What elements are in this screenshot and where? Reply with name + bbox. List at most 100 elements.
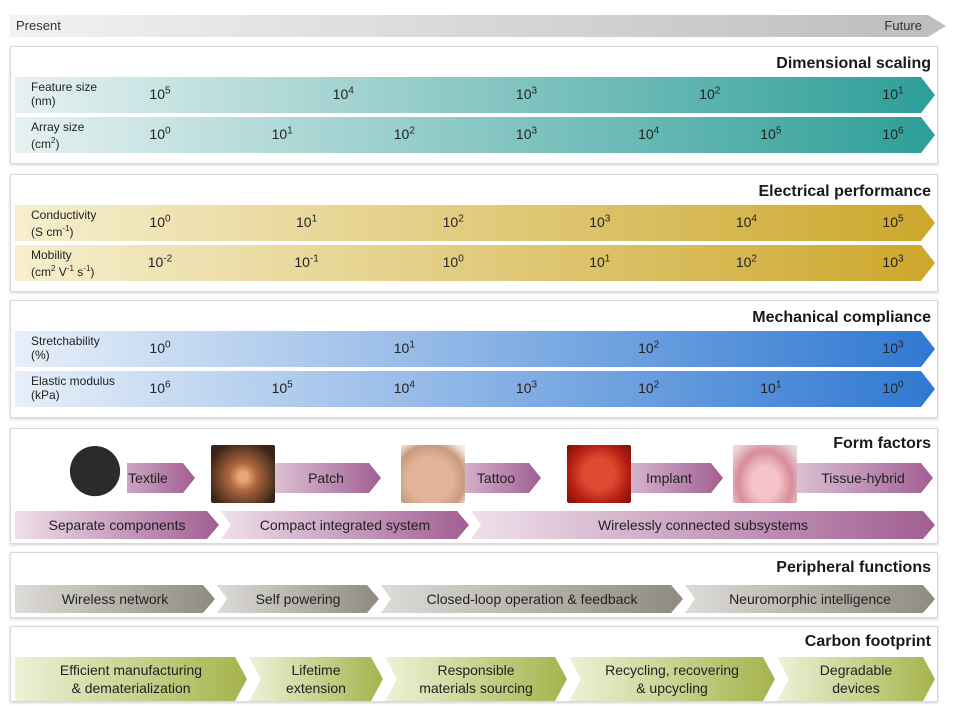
timeline-start-label: Present (16, 18, 61, 33)
scale-value: 104 (736, 214, 757, 230)
scale-value: 100 (443, 254, 464, 270)
carbon-item-4: Recycling, recovering& upcycling (569, 657, 775, 701)
form-factor-tattoo-label: Tattoo (477, 469, 515, 487)
form-factor-tissue-hybrid-label: Tissue-hybrid (821, 469, 905, 487)
array-size-row: Array size(cm2)100101102103104105106 (15, 117, 935, 153)
peripheral-item-4-label: Neuromorphic intelligence (729, 590, 891, 608)
carbon-item-1-label: Efficient manufacturing& dematerializati… (60, 661, 202, 697)
carbon-item-3: Responsiblematerials sourcing (385, 657, 567, 701)
scale-value: 105 (272, 380, 293, 396)
scale-value: 102 (394, 126, 415, 142)
implant-tissue-image (567, 445, 631, 503)
form-factor-implant-label: Implant (646, 469, 692, 487)
carbon-item-1: Efficient manufacturing& dematerializati… (15, 657, 247, 701)
carbon-item-5-label: Degradabledevices (820, 661, 892, 697)
row-label-unit: (cm2) (31, 134, 84, 151)
row-label: Feature size(nm) (31, 80, 97, 108)
form-stage-1: Separate components (15, 511, 219, 539)
scale-value: 101 (760, 380, 781, 396)
scale-value: 105 (882, 214, 903, 230)
form-stage-3: Wirelessly connected subsystems (471, 511, 935, 539)
patch-image (211, 445, 275, 503)
textile-shirt-image (63, 445, 127, 503)
scale-value: 101 (882, 86, 903, 102)
section-title: Dimensional scaling (776, 55, 931, 73)
scale-value: 105 (760, 126, 781, 142)
form-factor-items: Textile Patch Tattoo Implant Tissue-hybridSe… (11, 429, 939, 545)
form-stage-2-label: Compact integrated system (260, 516, 430, 534)
scale-value: 100 (149, 126, 170, 142)
scale-value: 102 (699, 86, 720, 102)
scale-value: 101 (272, 126, 293, 142)
section-dimensional-scaling: Dimensional scaling Feature size(nm) 105 1… (10, 46, 938, 164)
carbon-item-5: Degradabledevices (777, 657, 935, 701)
row-label: Array size(cm2) (31, 120, 84, 151)
peripheral-item-2-label: Self powering (256, 590, 341, 608)
row-label-name: Conductivity (31, 208, 96, 222)
row-label-unit: (S cm-1) (31, 222, 96, 239)
peripheral-item-3-label: Closed-loop operation & feedback (427, 590, 638, 608)
peripheral-item-4: Neuromorphic intelligence (685, 585, 935, 613)
scale-value: 103 (516, 86, 537, 102)
scale-value: 102 (638, 340, 659, 356)
form-stage-2: Compact integrated system (221, 511, 469, 539)
timeline-end-label: Future (884, 18, 922, 33)
carbon-item-2-label: Lifetimeextension (286, 661, 346, 697)
row-label: Stretchability(%) (31, 334, 100, 362)
section-electrical-performance: Electrical performance Conductivity(S cm… (10, 174, 938, 292)
form-factor-textile-label: Textile (128, 469, 168, 487)
form-stage-1-label: Separate components (49, 516, 186, 534)
scale-value: 101 (296, 214, 317, 230)
row-label-name: Feature size (31, 80, 97, 94)
peripheral-item-1-label: Wireless network (62, 590, 169, 608)
timeline-arrow-shape (10, 12, 946, 40)
section-peripheral-functions: Peripheral functions Wireless networkSel… (10, 552, 938, 618)
scale-value: 103 (516, 126, 537, 142)
peripheral-item-3: Closed-loop operation & feedback (381, 585, 683, 613)
row-label-unit: (cm2 V-1 s-1) (31, 262, 94, 279)
row-label-name: Mobility (31, 248, 94, 262)
row-label: Elastic modulus(kPa) (31, 374, 115, 402)
row-label-unit: (nm) (31, 94, 97, 108)
elastic-modulus-row: Elastic modulus(kPa) 106 105 104 103 102 101 10… (15, 371, 935, 407)
scale-value: 100 (149, 214, 170, 230)
section-title: Mechanical compliance (752, 309, 931, 327)
section-carbon-footprint: Carbon footprint Efficient manufacturing… (10, 626, 938, 702)
scale-value: 103 (516, 380, 537, 396)
row-label-unit: (kPa) (31, 388, 115, 402)
carbon-item-3-label: Responsiblematerials sourcing (419, 661, 533, 697)
peripheral-item-1: Wireless network (15, 585, 215, 613)
scale-value: 104 (638, 126, 659, 142)
timeline-arrow: Present Future (10, 12, 946, 40)
section-mechanical-compliance: Mechanical compliance Stretchability(%) 1… (10, 300, 938, 418)
conductivity-row: Conductivity(S cm-1) 100 101 102 103 104 105 (15, 205, 935, 241)
form-stage-3-label: Wirelessly connected subsystems (598, 516, 808, 534)
scale-value: 101 (589, 254, 610, 270)
peripheral-item-2: Self powering (217, 585, 379, 613)
form-factor-patch-label: Patch (308, 469, 344, 487)
scale-value: 103 (589, 214, 610, 230)
scale-value: 106 (149, 380, 170, 396)
scale-value: 104 (333, 86, 354, 102)
scale-value: 102 (638, 380, 659, 396)
feature-size-row: Feature size(nm)105104103102101 (15, 77, 935, 113)
section-title: Electrical performance (758, 183, 931, 201)
carbon-item-2: Lifetimeextension (249, 657, 383, 701)
row-label-name: Stretchability (31, 334, 100, 348)
tattoo-hand-image (401, 445, 465, 503)
scale-value: 104 (394, 380, 415, 396)
row-label-name: Elastic modulus (31, 374, 115, 388)
section-form-factors: Form factors TextilePatchTattooImplantTi… (10, 428, 938, 544)
carbon-item-4-label: Recycling, recovering& upcycling (605, 661, 739, 697)
carbon-items: Efficient manufacturing& dematerializati… (11, 627, 939, 703)
scale-value: 102 (443, 214, 464, 230)
scale-value: 101 (394, 340, 415, 356)
scale-value: 100 (882, 380, 903, 396)
scale-value: 102 (736, 254, 757, 270)
scale-value: 10-1 (294, 254, 318, 270)
scale-value: 103 (882, 340, 903, 356)
tissue-hybrid-image (733, 445, 797, 503)
stretchability-row: Stretchability(%)100101102103 (15, 331, 935, 367)
mobility-row: Mobility(cm2 V-1 s-1)10-210-110010110210… (15, 245, 935, 281)
row-label: Conductivity(S cm-1) (31, 208, 96, 239)
